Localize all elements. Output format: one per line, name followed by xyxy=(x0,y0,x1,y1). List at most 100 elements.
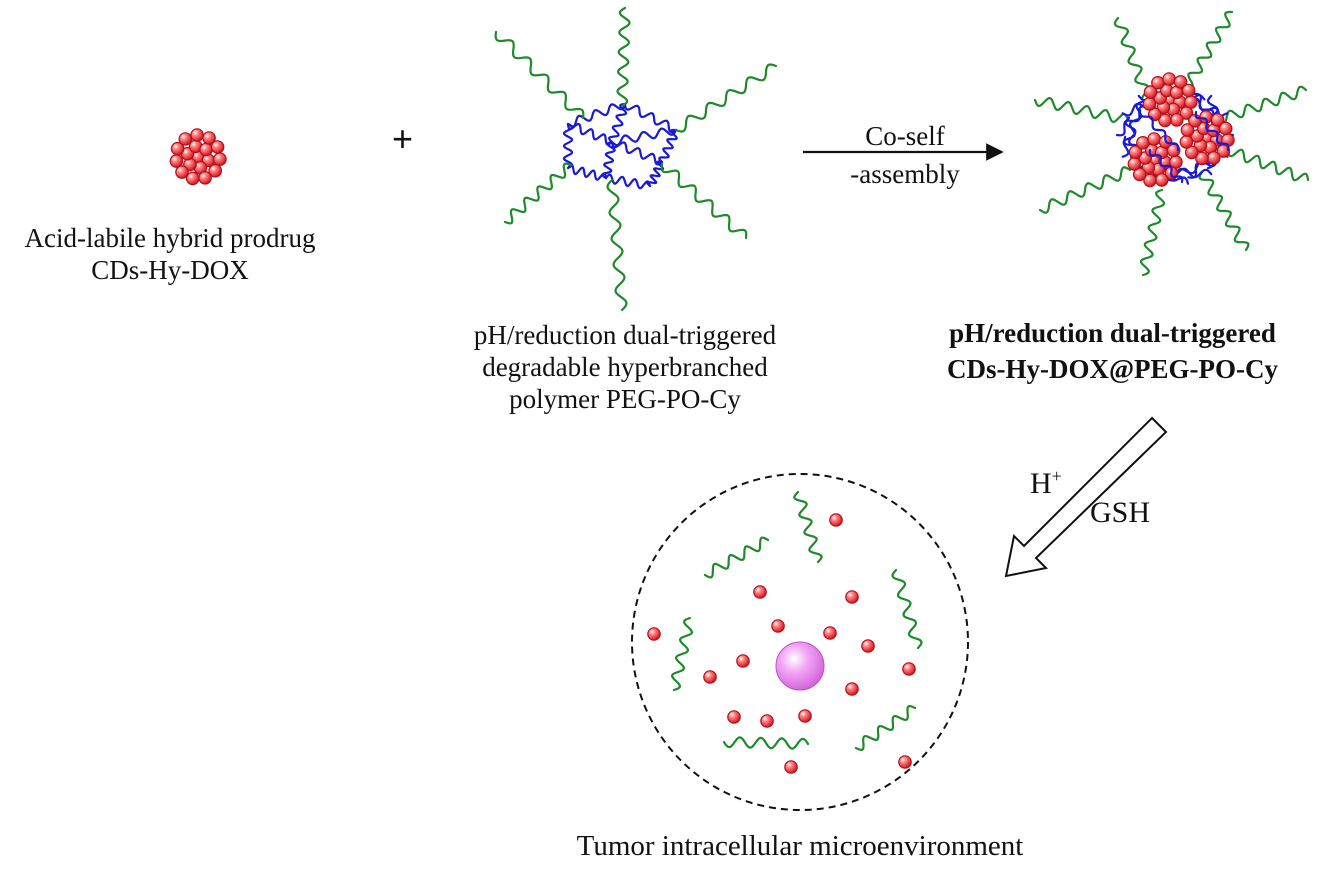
prodrug-label-line1: Acid-labile hybrid prodrug xyxy=(24,223,316,253)
peg-arm xyxy=(1198,170,1250,252)
released-dox-particle xyxy=(753,585,767,599)
peg-arm xyxy=(1033,96,1130,124)
dox-particle xyxy=(178,132,193,146)
dox-particle xyxy=(175,165,189,179)
core-branch xyxy=(566,122,614,146)
dox-particle xyxy=(1143,173,1157,188)
plus-sign: + xyxy=(392,118,414,159)
peg-arm xyxy=(1226,148,1310,182)
proton-symbol: H xyxy=(1030,467,1052,500)
core-branch xyxy=(607,102,628,144)
released-dox-particle xyxy=(902,662,916,676)
released-dox-particle xyxy=(647,627,661,641)
released-dox-particle xyxy=(845,682,859,696)
dox-particle xyxy=(170,141,185,156)
dox-particle xyxy=(190,128,204,142)
dox-particle xyxy=(1147,132,1161,146)
released-dox-particle xyxy=(845,590,859,604)
released-peg-chain xyxy=(793,490,823,564)
core-branch xyxy=(604,173,652,190)
polymer-label-line2: degradable hyperbranched xyxy=(482,352,768,382)
dox-particle xyxy=(1180,123,1195,137)
dox-particle xyxy=(1142,97,1157,111)
dox-particle xyxy=(1155,173,1169,187)
dox-particle xyxy=(1132,167,1147,182)
carbon-dot xyxy=(775,641,825,691)
core-branch xyxy=(601,140,616,180)
dox-particle xyxy=(1179,135,1194,149)
dox-particle xyxy=(1127,157,1142,171)
nanoparticle-label-line2: CDs-Hy-DOX@PEG-PO-Cy xyxy=(946,354,1279,384)
released-dox-particle xyxy=(771,619,785,633)
peg-arm xyxy=(1113,16,1157,114)
dox-particle xyxy=(1173,75,1188,89)
dox-particle xyxy=(1143,85,1158,99)
released-peg-chain xyxy=(891,568,923,650)
released-peg-chain xyxy=(854,704,917,752)
core-branch xyxy=(1148,148,1184,184)
dox-particle xyxy=(1210,113,1225,127)
released-peg-chain xyxy=(670,616,694,692)
nanoparticle-icon xyxy=(1033,10,1310,277)
nanoparticle-label: pH/reduction dual-triggered CDs-Hy-DOX@P… xyxy=(895,315,1330,387)
dox-particle xyxy=(1216,144,1231,158)
dox-particle xyxy=(1170,113,1184,127)
peg-arm xyxy=(1184,10,1234,90)
peg-arm xyxy=(616,6,631,108)
released-contents xyxy=(647,490,923,774)
released-dox-particle xyxy=(798,709,812,723)
dox-particle xyxy=(1181,83,1196,98)
prodrug-label: Acid-labile hybrid prodrug CDs-Hy-DOX xyxy=(0,222,340,286)
prodrug-cluster-icon xyxy=(169,128,227,186)
dox-particle xyxy=(210,140,225,154)
peg-arm xyxy=(503,162,573,225)
dox-particle xyxy=(1151,76,1165,90)
dox-particle xyxy=(1195,151,1209,166)
dox-particle xyxy=(202,131,216,145)
polymer-label: pH/reduction dual-triggered degradable h… xyxy=(410,319,840,415)
released-dox-particle xyxy=(823,626,837,640)
dox-particle xyxy=(1162,72,1176,86)
core-branch xyxy=(623,102,678,133)
dox-particle xyxy=(198,171,212,185)
released-dox-particle xyxy=(736,654,750,668)
environment-label: Tumor intracellular microenvironment xyxy=(576,830,1024,862)
dox-particle xyxy=(1184,145,1199,160)
dox-particle xyxy=(199,142,213,157)
core-branch xyxy=(610,127,678,147)
peg-arm xyxy=(1038,166,1132,214)
assembly-label-line1: Co-self xyxy=(865,121,945,151)
dox-particle xyxy=(1128,145,1143,159)
peg-arm xyxy=(494,30,585,120)
dox-particle xyxy=(1218,121,1233,136)
dox-particle xyxy=(208,163,222,178)
peg-arm xyxy=(1216,85,1308,125)
assembly-label-line2: -assembly xyxy=(850,159,960,189)
dox-particle xyxy=(185,171,200,186)
released-dox-particle xyxy=(727,710,741,724)
peg-arm xyxy=(606,178,628,312)
dox-particle xyxy=(1207,151,1221,165)
core-branch xyxy=(562,122,574,170)
assembly-arrow-label: Co-self -assembly xyxy=(810,118,1000,192)
prodrug-label-line2: CDs-Hy-DOX xyxy=(91,255,249,285)
released-dox-particle xyxy=(703,670,717,684)
dox-particle xyxy=(1179,106,1194,120)
core-branch xyxy=(566,102,627,128)
core-branch xyxy=(566,163,608,181)
dox-particle xyxy=(169,154,184,168)
degradation-arrow xyxy=(1004,416,1168,578)
nanoparticle-label-line1: pH/reduction dual-triggered xyxy=(949,318,1276,348)
polymer-label-line1: pH/reduction dual-triggered xyxy=(473,320,777,350)
peg-arm xyxy=(674,63,778,133)
trigger-gsh-label: GSH xyxy=(1090,496,1151,529)
released-dox-particle xyxy=(898,755,912,769)
dox-particle xyxy=(213,152,227,166)
hyperbranched-polymer-icon xyxy=(494,6,778,312)
tumor-cell-boundary xyxy=(631,473,969,811)
dox-particle xyxy=(1158,113,1172,128)
peg-arm xyxy=(660,162,748,240)
released-dox-particle xyxy=(861,639,875,653)
released-dox-particle xyxy=(784,760,798,774)
